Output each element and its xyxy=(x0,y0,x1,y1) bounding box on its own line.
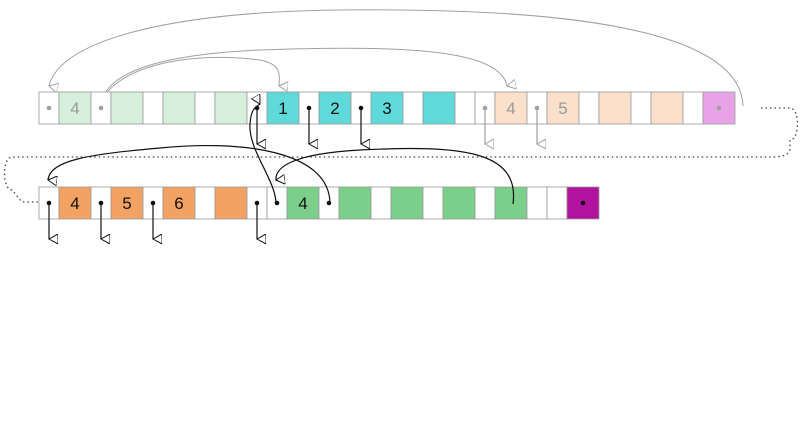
pointer-arrow-icon xyxy=(306,105,312,144)
memory-cell xyxy=(598,91,632,125)
cell-value-label: 5 xyxy=(122,194,131,213)
top-memory-row: 4 1 2 3 4 5 xyxy=(38,91,736,144)
memory-cell xyxy=(566,186,600,220)
memory-cell xyxy=(650,91,684,125)
memory-cell xyxy=(390,186,424,220)
memory-cell: 5 xyxy=(546,91,580,125)
memory-cell xyxy=(246,91,268,144)
memory-cell xyxy=(194,186,216,220)
cell-value-label: 4 xyxy=(70,194,79,213)
faded-link-arcs xyxy=(49,9,744,107)
memory-cell xyxy=(90,186,112,239)
memory-cell: 4 xyxy=(494,91,528,125)
pointer-arrow-icon xyxy=(98,105,104,111)
memory-cell xyxy=(442,186,476,220)
memory-cell xyxy=(214,186,248,220)
memory-cell xyxy=(110,91,144,125)
memory-cell: 1 xyxy=(266,91,300,125)
arc-link-icon xyxy=(49,9,744,107)
memory-cell xyxy=(578,91,600,125)
arc-link-icon xyxy=(276,147,515,205)
memory-cell xyxy=(526,91,548,144)
memory-cell xyxy=(338,186,372,220)
memory-cell: 5 xyxy=(110,186,144,220)
memory-cell xyxy=(422,186,444,220)
memory-cell xyxy=(454,91,476,125)
memory-cell xyxy=(494,186,528,220)
cell-value-label: 4 xyxy=(70,99,79,118)
memory-cell: 4 xyxy=(58,91,92,125)
memory-cell xyxy=(630,91,652,125)
pointer-arrow-icon xyxy=(98,200,104,239)
memory-cell xyxy=(246,186,268,239)
memory-cell xyxy=(194,91,216,125)
pointer-arrow-icon xyxy=(46,105,52,111)
arc-link-icon xyxy=(99,47,507,107)
pointer-arrow-icon xyxy=(716,105,722,111)
pointer-arrow-icon xyxy=(46,200,52,239)
arc-link-icon xyxy=(99,57,279,107)
cell-value-label: 5 xyxy=(558,99,567,118)
memory-cell xyxy=(38,186,60,239)
memory-cell xyxy=(90,91,112,125)
memory-cell xyxy=(526,186,548,220)
bottom-memory-row: 4 5 6 4 xyxy=(38,186,600,239)
pointer-arrow-icon xyxy=(534,105,540,144)
pointer-arrow-icon xyxy=(580,200,586,206)
pointer-arrow-icon xyxy=(358,105,364,144)
memory-cell xyxy=(370,186,392,220)
memory-cell xyxy=(702,91,736,125)
solid-link-arcs xyxy=(48,104,515,205)
memory-cell xyxy=(214,91,248,125)
memory-cell xyxy=(474,91,496,144)
memory-cell xyxy=(546,186,568,220)
memory-cell xyxy=(162,91,196,125)
memory-cell xyxy=(38,91,60,125)
pointer-arrow-icon xyxy=(326,200,332,206)
cell-value-label: 6 xyxy=(174,194,183,213)
memory-cell xyxy=(142,186,164,239)
memory-cell xyxy=(474,186,496,220)
memory-cell: 4 xyxy=(58,186,92,220)
arc-link-icon xyxy=(48,144,331,205)
pointer-arrow-icon xyxy=(482,105,488,144)
cell-value-label: 1 xyxy=(278,99,287,118)
cell-value-label: 4 xyxy=(506,99,515,118)
memory-cell: 4 xyxy=(286,186,320,220)
cell-value-label: 2 xyxy=(330,99,339,118)
memory-cell: 3 xyxy=(370,91,404,125)
memory-cell: 2 xyxy=(318,91,352,125)
memory-cell xyxy=(298,91,320,144)
pointer-arrow-icon xyxy=(150,200,156,239)
cell-value-label: 4 xyxy=(298,194,307,213)
pointer-arrow-icon xyxy=(254,200,260,239)
memory-cell xyxy=(422,91,456,125)
memory-cell xyxy=(402,91,424,125)
cell-value-label: 3 xyxy=(382,99,391,118)
arc-link-icon xyxy=(249,104,277,205)
memory-cell xyxy=(350,91,372,144)
memory-cell: 6 xyxy=(162,186,196,220)
memory-cell xyxy=(266,186,288,220)
memory-cell xyxy=(682,91,704,125)
memory-cell xyxy=(142,91,164,125)
memory-cell xyxy=(318,186,340,220)
